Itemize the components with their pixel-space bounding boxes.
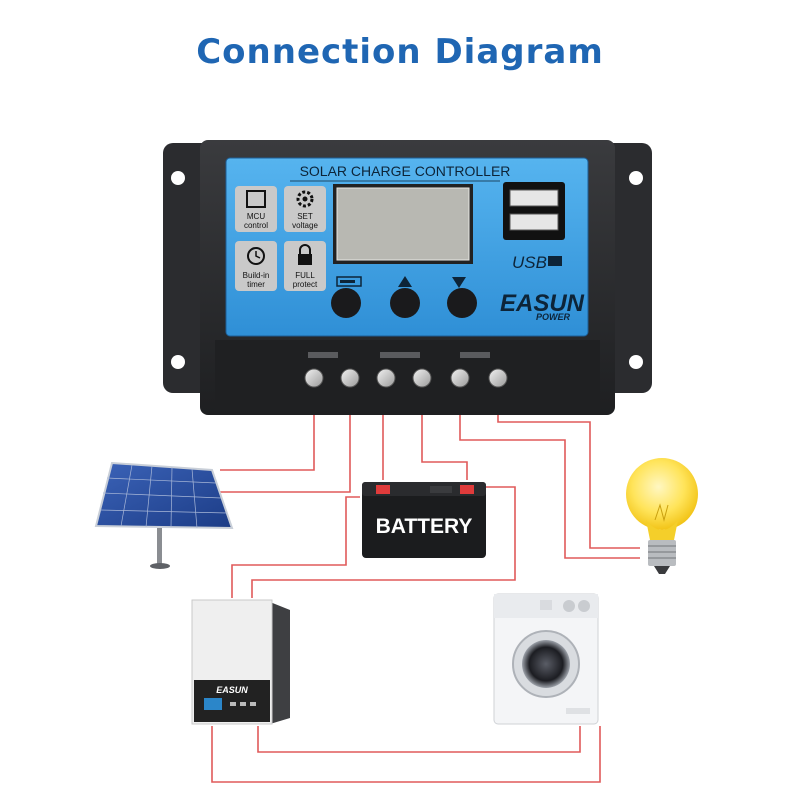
up-button[interactable] xyxy=(390,288,420,318)
feature-label-line2: timer xyxy=(247,280,265,289)
up-arrow-icon xyxy=(398,276,412,287)
feature-label-line1: MCU xyxy=(247,212,265,221)
terminal-symbols xyxy=(308,352,490,358)
wire-load-positive xyxy=(459,388,640,559)
wire-battery-negative xyxy=(421,388,468,480)
terminal-screw xyxy=(412,368,432,388)
usb-port-bottom xyxy=(509,213,559,231)
down-button[interactable] xyxy=(447,288,477,318)
terminal-screw xyxy=(340,368,360,388)
feature-full-protect: FULL protect xyxy=(284,241,326,291)
feature-label-line2: control xyxy=(244,221,268,230)
feature-set-voltage: SET voltage xyxy=(284,186,326,232)
washing-machine xyxy=(493,593,599,725)
solar-panel xyxy=(94,461,234,569)
battery-body xyxy=(362,482,486,558)
down-arrow-icon xyxy=(452,277,466,288)
usb-battery-icon xyxy=(548,256,562,266)
washer-knob-right xyxy=(578,600,590,612)
terminal-screw xyxy=(304,368,324,388)
page-title: Connection Diagram xyxy=(196,32,604,72)
battery-label: BATTERY xyxy=(376,515,473,538)
brand-name: EASUN xyxy=(500,290,585,317)
wire-solar-positive xyxy=(220,388,315,471)
lcd-screen xyxy=(336,187,470,261)
usb-port-top xyxy=(509,189,559,207)
mount-hole-right-bottom xyxy=(629,355,643,369)
feature-label-line2: protect xyxy=(293,280,318,289)
feature-label-line1: FULL xyxy=(295,271,315,280)
feature-mcu-control: MCU control xyxy=(235,186,277,232)
solar-panel-base xyxy=(150,563,170,569)
inverter-side xyxy=(270,602,290,724)
brand-subtitle: POWER xyxy=(536,312,571,322)
mount-hole-left-bottom xyxy=(171,355,185,369)
controller-header-text: SOLAR CHARGE CONTROLLER xyxy=(300,163,511,179)
wire-inverter-washer-a xyxy=(257,726,581,753)
light-bulb xyxy=(626,458,698,574)
inverter-brand: EASUN xyxy=(216,685,248,695)
bulb-glass xyxy=(626,458,698,530)
wire-solar-negative xyxy=(220,388,351,493)
terminal-screw xyxy=(488,368,508,388)
wire-battery-inverter-b xyxy=(251,486,516,598)
bulb-base xyxy=(648,540,676,566)
charge-controller: SOLAR CHARGE CONTROLLER MCU control SET … xyxy=(163,140,652,415)
washer-control-slot xyxy=(540,600,552,610)
usb-label: USB xyxy=(512,253,547,272)
clock-icon xyxy=(247,247,265,265)
mount-hole-left-top xyxy=(171,171,185,185)
terminal-screws xyxy=(304,368,508,388)
battery: BATTERY xyxy=(362,482,486,558)
battery-status-icon xyxy=(336,276,362,287)
inverter-display xyxy=(204,698,222,710)
battery-terminal-positive xyxy=(376,485,390,494)
feature-label-line1: SET xyxy=(297,212,313,221)
feature-build-in-timer: Build-in timer xyxy=(235,241,277,291)
washer-door-glass xyxy=(522,640,570,688)
battery-terminal-negative xyxy=(460,485,474,494)
chip-icon xyxy=(246,190,266,208)
feature-label-line1: Build-in xyxy=(243,271,270,280)
battery-menu-button[interactable] xyxy=(331,288,361,318)
terminal-screw xyxy=(450,368,470,388)
gear-icon xyxy=(296,190,314,208)
inverter: EASUN xyxy=(191,599,290,725)
feature-label-line2: voltage xyxy=(292,221,318,230)
mount-hole-right-top xyxy=(629,171,643,185)
wire-battery-inverter-a xyxy=(231,496,360,598)
lock-icon xyxy=(298,244,312,265)
terminal-block xyxy=(215,340,600,410)
terminal-screw xyxy=(376,368,396,388)
wire-inverter-washer-b xyxy=(211,726,601,783)
washer-knob-left xyxy=(563,600,575,612)
solar-panel-pole xyxy=(157,528,162,564)
